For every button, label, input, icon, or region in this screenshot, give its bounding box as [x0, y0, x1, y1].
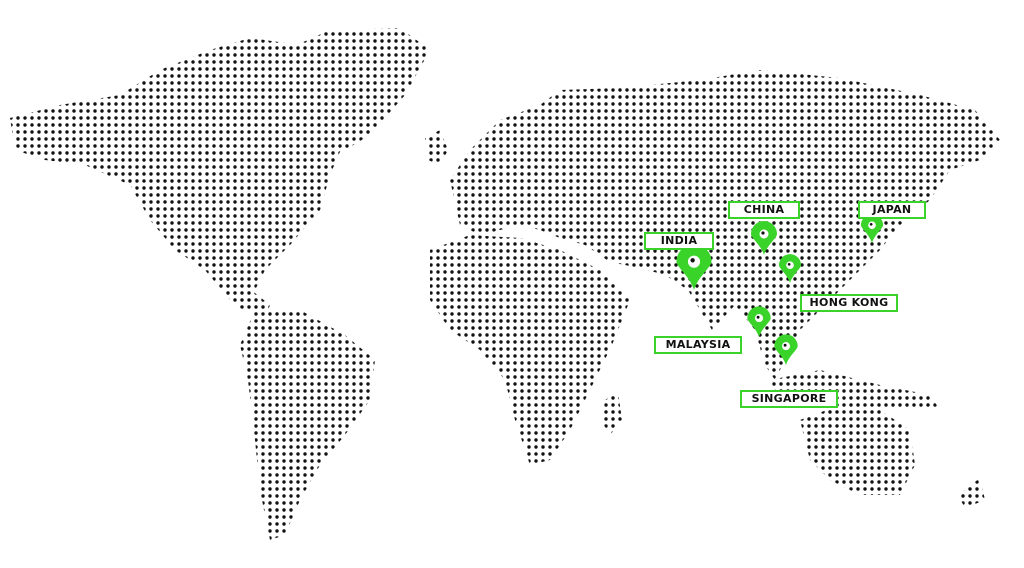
label-malaysia: MALAYSIA: [654, 336, 742, 354]
map-pin-china-icon[interactable]: [751, 221, 777, 255]
map-pin-malaysia-icon[interactable]: [747, 306, 771, 337]
map-pin-singapore-icon[interactable]: [774, 334, 798, 365]
label-hong-kong: HONG KONG: [800, 294, 898, 312]
label-china: CHINA: [728, 201, 800, 219]
map-pin-hong-kong-icon[interactable]: [778, 254, 802, 283]
label-japan: JAPAN: [858, 201, 926, 219]
label-singapore: SINGAPORE: [740, 390, 838, 408]
map-pin-japan-icon[interactable]: [860, 214, 884, 243]
label-india: INDIA: [644, 232, 714, 250]
map-pin-india-icon[interactable]: [676, 244, 712, 290]
